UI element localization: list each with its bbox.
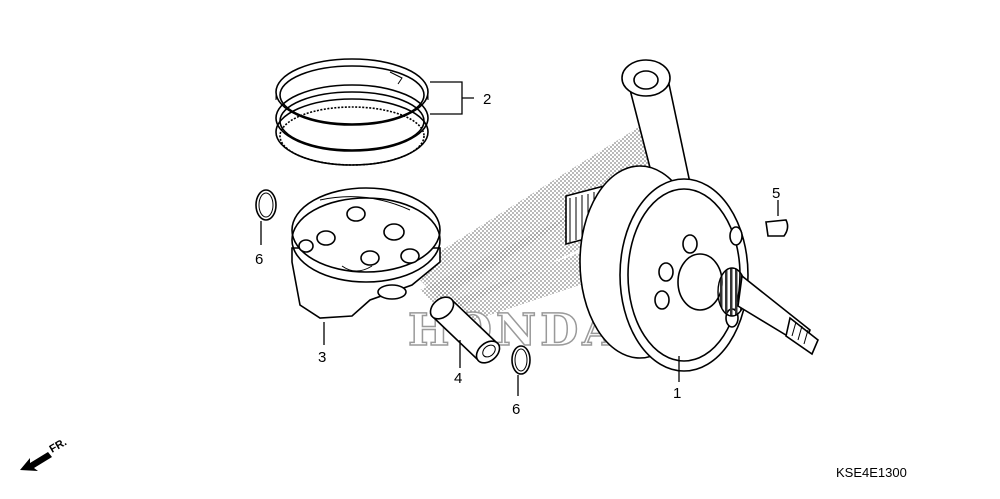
diagram-code: KSE4E1300 <box>836 465 907 480</box>
callout-6-left: 6 <box>255 251 263 268</box>
front-direction-arrow-icon <box>20 452 52 471</box>
piston <box>291 187 441 319</box>
callout-4: 4 <box>454 370 462 387</box>
callout-5: 5 <box>772 185 780 202</box>
callout-3: 3 <box>318 349 326 366</box>
piston-pin-clip-right <box>511 345 531 375</box>
piston-pin-clip-left <box>255 189 277 221</box>
callout-1: 1 <box>673 385 681 402</box>
piston-pin <box>429 296 501 364</box>
leader-2 <box>430 81 474 115</box>
callout-6-right: 6 <box>512 401 520 418</box>
crankshaft <box>565 59 819 372</box>
front-direction-label: FR. <box>48 436 69 455</box>
woodruff-key <box>765 219 789 237</box>
piston-ring-set <box>275 58 429 166</box>
callout-2: 2 <box>483 91 491 108</box>
